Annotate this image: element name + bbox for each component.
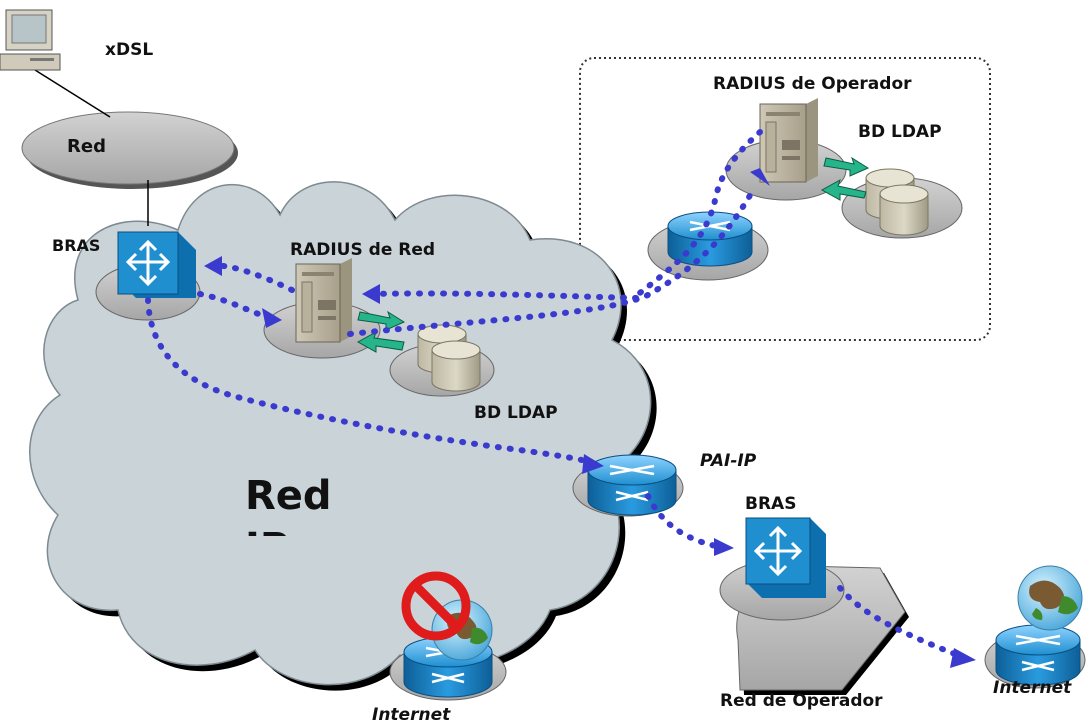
radius-red-server-icon [295,258,352,343]
red-ip-label-frame: Red IP [240,470,420,536]
red-ip-label: Red IP [245,473,332,536]
ldap-operador-arrows-icon [820,156,870,201]
operator-domain-frame [579,57,991,341]
pc-link [34,69,111,118]
internet-right-router-icon [995,624,1081,686]
operator-router-icon [667,211,753,267]
red-operador-label: Red de Operador [720,691,883,711]
flow-paths [145,129,963,659]
access-network-ellipse [21,111,235,185]
ldap-operador-database-icon [865,168,929,236]
bras-left-label: BRAS [52,236,101,255]
ldap-red-arrows-icon [356,310,406,353]
pai-ip-router-icon [587,454,677,516]
radius-red-label: RADIUS de Red [290,240,436,260]
radius-operador-label: RADIUS de Operador [713,74,912,94]
prohibited-icon [401,571,471,641]
access-network-label: Red [67,136,106,157]
bras-operador-switch-icon [745,517,826,598]
bras-operador-label: BRAS [745,494,797,514]
internet-right-label: Internet [993,678,1072,698]
bd-ldap-operador-label: BD LDAP [858,122,942,142]
ldap-red-database-icon [417,324,481,392]
bd-ldap-red-label: BD LDAP [474,403,558,423]
internet-right-globe-icon [1017,565,1083,631]
flow-arrowheads [204,168,976,668]
xdsl-label: xDSL [105,40,154,60]
internet-left-label: Internet [372,705,451,725]
radius-operador-server-icon [759,98,818,183]
bras-left-switch-icon [117,231,196,298]
pc-icon [0,9,61,71]
pai-ip-label: PAI-IP [700,451,757,471]
